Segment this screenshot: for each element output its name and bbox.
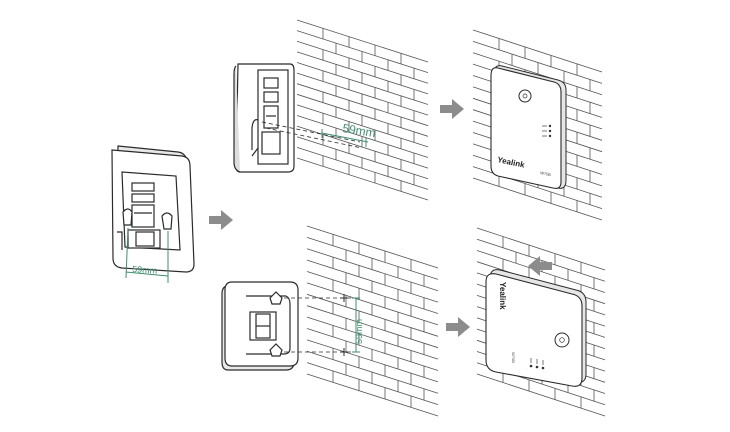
dimension-marker-bottom: [352, 297, 360, 353]
dimension-marker-left: [125, 227, 169, 283]
brand-logo-landscape: Yealink: [498, 282, 507, 310]
base-station-mounted-portrait: [490, 65, 567, 189]
arrow-right-3: [446, 317, 470, 337]
alignment-lines-top: [261, 121, 363, 149]
base-station-bracket-view-bottom: [221, 281, 299, 371]
brick-wall-top-middle: [296, 19, 429, 201]
dimension-label-left: 59mm: [132, 264, 158, 276]
led-indicators-portrait: [542, 124, 552, 138]
led-indicators-landscape: [529, 358, 545, 370]
dimension-label-top: 59mm: [342, 121, 377, 140]
base-station-bracket-view-top: [233, 63, 295, 173]
dimension-marker-top: [321, 129, 369, 147]
model-label-portrait: W70B: [540, 170, 552, 177]
arrow-right-2: [440, 99, 464, 119]
page-button-icon-landscape: [554, 332, 570, 348]
dimension-label-bottom: 59mm: [354, 319, 364, 344]
page-button-icon: [518, 89, 532, 103]
brick-wall-bottom-middle: [306, 225, 439, 417]
base-station-back-view: [111, 145, 195, 273]
arrow-left-4: [528, 256, 552, 276]
screw-markers-bottom: [340, 294, 348, 356]
base-station-mounted-landscape: [485, 269, 587, 387]
step-arrows: [209, 99, 552, 337]
model-label-landscape: W70B: [511, 352, 516, 363]
arrow-right-1: [209, 210, 233, 230]
